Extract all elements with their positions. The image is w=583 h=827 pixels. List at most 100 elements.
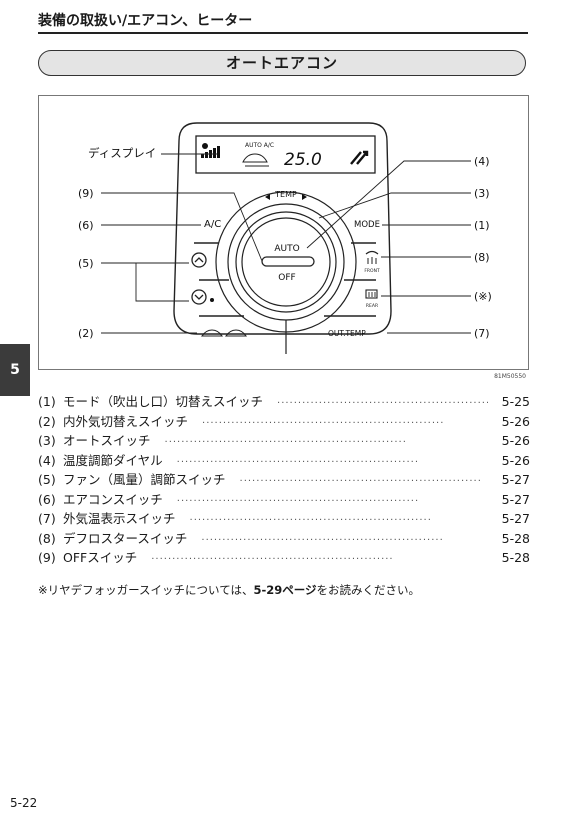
leader-dots: ········································… [277, 398, 488, 409]
item-label: 外気温表示スイッチ [63, 511, 176, 526]
item-label: オートスイッチ [63, 433, 151, 448]
callout-8: (8) [474, 251, 490, 264]
item-page: 5-26 [501, 433, 530, 448]
list-item: (7) 外気温表示スイッチ ····························… [38, 508, 530, 528]
temp-up-arrow-icon [302, 194, 307, 200]
callout-5: (5) [78, 257, 94, 270]
item-page: 5-28 [501, 530, 530, 546]
list-item: (4) 温度調節ダイヤル ·····························… [38, 450, 530, 470]
aircon-panel-illustration: AUTO A/C 25.0 ディスプレイ TEMP AUTO OFF A/C [78, 122, 492, 354]
leader-dots: ········································… [151, 554, 394, 565]
item-label: 温度調節ダイヤル [63, 452, 163, 468]
section-heading: オートエアコン [38, 50, 526, 76]
off-button-label[interactable]: OFF [278, 273, 295, 283]
item-label: デフロスタースイッチ [63, 530, 188, 546]
list-item: (2) 内外気切替えスイッチ ···························… [38, 411, 530, 431]
panel-outline [173, 122, 392, 335]
item-page: 5-28 [501, 550, 530, 565]
dial-inner-ring [235, 211, 337, 313]
section-title: オートエアコン [225, 54, 338, 72]
fan-icon [201, 143, 220, 158]
item-number: (1) [38, 394, 56, 409]
leader-dots: ········································… [164, 437, 407, 448]
dial-outer-ring [215, 191, 357, 333]
auto-button-label[interactable]: AUTO [274, 244, 299, 254]
callout-3-leader [318, 192, 471, 219]
callout-4-leader [306, 160, 471, 249]
item-label: OFFスイッチ [63, 550, 138, 565]
item-number: (5) [38, 472, 56, 487]
small-fan-icon [210, 298, 214, 302]
callout-9-leader [101, 192, 263, 262]
display-temperature: 25.0 [284, 150, 322, 170]
fan-down-icon [194, 294, 204, 300]
leader-dots: ········································… [202, 417, 445, 429]
figure-code: 81M50550 [494, 373, 526, 380]
temp-label: TEMP [274, 190, 297, 199]
item-label: ファン（風量）調節スイッチ [63, 472, 226, 487]
front-defroster-icon[interactable] [365, 250, 379, 265]
chapter-tab: 5 [0, 344, 30, 396]
list-item: (5) ファン（風量）調節スイッチ ························… [38, 469, 530, 489]
item-label: エアコンスイッチ [63, 491, 163, 507]
out-temp-button-label[interactable]: OUT.TEMP [328, 329, 366, 338]
list-item: (8)デフロスタースイッチ···························… [38, 528, 530, 548]
page-header: 装備の取扱い/エアコン、ヒーター [38, 10, 528, 34]
list-item: (3) オートスイッチ ······························… [38, 430, 530, 450]
fan-down-button[interactable] [191, 289, 207, 305]
item-page: 5-27 [501, 511, 530, 526]
item-page: 5-26 [501, 452, 530, 468]
dial-center [241, 217, 331, 307]
callout-2: (2) [78, 327, 94, 340]
callout-9: (9) [78, 187, 94, 200]
item-page: 5-27 [501, 472, 530, 487]
callout-5-leader [101, 262, 189, 302]
list-item: (9) OFFスイッチ ······························… [38, 547, 530, 567]
leader-dots: ········································… [176, 495, 420, 507]
display-mode-text: AUTO A/C [245, 142, 274, 149]
leader-dots: ········································… [189, 515, 432, 526]
callout-1: (1) [474, 219, 490, 232]
leader-dots: ········································… [176, 456, 420, 468]
note-page-link[interactable]: 5-29ページ [253, 583, 317, 597]
airflow-mode-icon [350, 150, 369, 165]
item-page: 5-25 [501, 394, 530, 409]
front-label: FRONT [364, 268, 380, 274]
item-page: 5-27 [501, 491, 530, 507]
aircon-panel-figure: AUTO A/C 25.0 ディスプレイ TEMP AUTO OFF A/C [38, 95, 529, 380]
item-label: 内外気切替えスイッチ [63, 413, 189, 429]
mode-button-label[interactable]: MODE [354, 220, 380, 230]
item-label: モード（吹出し口）切替えスイッチ [63, 394, 264, 409]
recirculation-switch-icon[interactable] [200, 329, 248, 337]
fan-up-icon [194, 257, 204, 263]
item-number: (4) [38, 452, 56, 468]
display-label: ディスプレイ [88, 146, 156, 160]
rear-label: REAR [366, 303, 378, 309]
page-number: 5-22 [10, 796, 38, 810]
list-item: (6) エアコンスイッチ ·····························… [38, 489, 530, 509]
item-number: (8) [38, 530, 56, 546]
note-prefix: ※リヤデフォッガースイッチについては、 [38, 583, 254, 597]
callout-6: (6) [78, 219, 94, 232]
callout-3: (3) [474, 187, 490, 200]
auto-off-bar [261, 256, 315, 267]
callout-4: (4) [474, 155, 490, 168]
switch-list: (1) モード（吹出し口）切替えスイッチ ·····················… [38, 391, 530, 567]
leader-dots: ········································… [239, 476, 482, 487]
ac-button-label[interactable]: A/C [204, 219, 221, 230]
temp-down-arrow-icon [265, 194, 270, 200]
rear-defogger-icon[interactable] [365, 289, 378, 299]
note-suffix: をお読みください。 [316, 583, 421, 597]
item-number: (7) [38, 511, 56, 526]
item-number: (3) [38, 433, 56, 448]
fan-up-button[interactable] [191, 252, 207, 268]
item-number: (2) [38, 413, 56, 429]
callout-note: (※) [474, 290, 492, 303]
reference-note: ※リヤデフォッガースイッチについては、5-29ページをお読みください。 [38, 582, 420, 598]
item-number: (6) [38, 491, 56, 507]
list-item: (1) モード（吹出し口）切替えスイッチ ·····················… [38, 391, 530, 411]
car-recirculation-icon [242, 153, 269, 167]
header-title: 装備の取扱い/エアコン、ヒーター [38, 13, 253, 29]
item-number: (9) [38, 550, 56, 565]
item-page: 5-26 [501, 413, 530, 429]
